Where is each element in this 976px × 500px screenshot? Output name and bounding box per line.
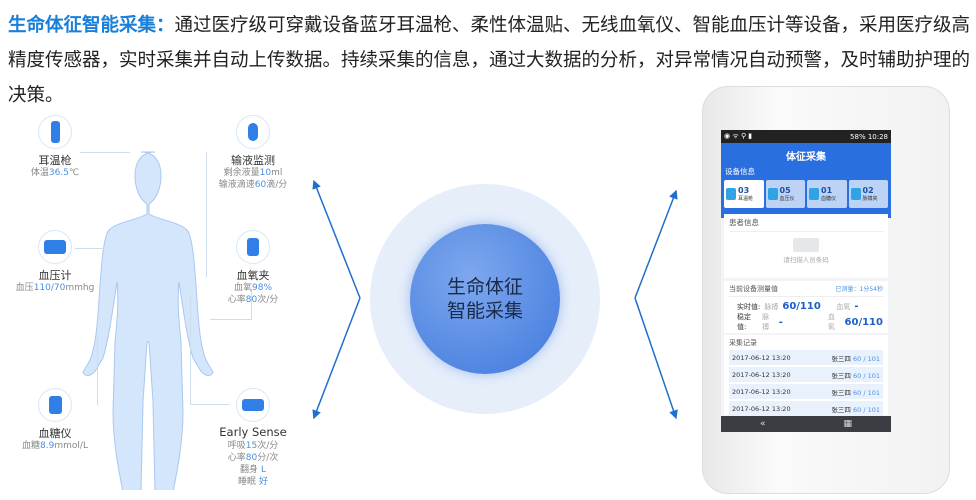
record-time: 2017-06-12 13:20 — [732, 387, 791, 396]
connector-line — [206, 152, 207, 277]
intro-body: 通过医疗级可穿戴设备蓝牙耳温枪、柔性体温贴、无线血氧仪、智能血压计等设备，采用医… — [8, 15, 971, 106]
realtime-label: 实时值: — [737, 302, 761, 311]
pulse-oximeter-icon — [236, 230, 270, 264]
connector-line — [75, 248, 105, 249]
record-value: 60 / 101 — [853, 354, 880, 363]
realtime-spo2-value: - — [854, 301, 859, 312]
stable-spo2-value: 60/110 — [844, 316, 883, 328]
status-bar: ◉ ᯤ ⚲ ▮ 58% 10:28 — [721, 130, 891, 143]
record-time: 2017-06-12 13:20 — [732, 370, 791, 379]
stable-pulse-value: - — [778, 316, 783, 328]
spo2-label: 血氧 — [827, 313, 835, 331]
card-label: 血糖仪 — [821, 196, 837, 202]
back-icon[interactable]: « — [759, 419, 766, 429]
device-name-early-sense: Early Sense — [219, 425, 287, 439]
arrow-up-right — [634, 189, 678, 299]
status-battery-time: 58% 10:28 — [850, 132, 888, 141]
connector-line — [97, 335, 98, 405]
patient-info-panel[interactable]: 患者信息 请扫描人员条码 — [724, 214, 888, 278]
measured-time: 已测量：1分54秒 — [835, 286, 883, 293]
device-info-label: 设备信息 — [725, 167, 755, 176]
arrow-down-right — [634, 297, 678, 420]
pulse-label: 脉搏 — [762, 313, 770, 331]
card-label: 血压仪 — [779, 196, 795, 202]
card-count: 03 — [738, 186, 750, 195]
card-count: 01 — [821, 186, 833, 195]
patient-info-label: 患者信息 — [729, 217, 883, 232]
connector-line — [80, 152, 130, 153]
record-value: 60 / 101 — [853, 388, 880, 397]
glucose-meter-icon — [38, 388, 72, 422]
infusion-monitor-icon — [236, 115, 270, 149]
center-circle: 生命体征 智能采集 — [410, 224, 560, 374]
record-row[interactable]: 2017-06-12 13:20 张三四 60 / 101 — [729, 401, 883, 416]
pulse-clip-icon — [850, 188, 861, 200]
record-name: 张三四 — [831, 405, 851, 414]
record-name: 张三四 — [831, 388, 851, 397]
measure-title: 当前设备测量值 — [729, 285, 778, 293]
early-sense-icon — [236, 388, 270, 422]
device-name-glucose: 血糖仪 — [38, 427, 72, 440]
device-value-bp: 血压110/70mmhg — [15, 283, 95, 293]
card-label: 脉搏夹 — [862, 196, 878, 202]
device-name-bp: 血压计 — [38, 269, 72, 282]
record-time: 2017-06-12 13:20 — [732, 353, 791, 362]
record-name: 张三四 — [831, 371, 851, 380]
nav-bar: «▦ — [721, 416, 891, 432]
intro-text: 生命体征智能采集：通过医疗级可穿戴设备蓝牙耳温枪、柔性体温贴、无线血氧仪、智能血… — [8, 8, 973, 113]
scan-hint: 请扫描人员条码 — [783, 256, 829, 264]
device-name-spo2: 血氧夹 — [236, 269, 270, 282]
card-count: 05 — [779, 186, 791, 195]
device-value-spo2: 血氧98%心率80次/分 — [227, 283, 279, 305]
card-label: 耳温枪 — [738, 196, 754, 202]
menu-grid-icon[interactable]: ▦ — [843, 419, 852, 429]
device-name-infusion: 输液监测 — [231, 154, 275, 167]
records-panel: 采集记录 2017-06-12 13:20 张三四 60 / 101 2017-0… — [724, 335, 888, 416]
realtime-pulse-value: 60/110 — [782, 301, 821, 312]
records-title: 采集记录 — [729, 339, 757, 347]
record-time: 2017-06-12 13:20 — [732, 404, 791, 413]
record-row[interactable]: 2017-06-12 13:20 张三四 60 / 101 — [729, 350, 883, 365]
record-value: 60 / 101 — [853, 371, 880, 380]
record-row[interactable]: 2017-06-12 13:20 张三四 60 / 101 — [729, 384, 883, 399]
card-count: 02 — [862, 186, 874, 195]
glucose-icon — [809, 188, 819, 200]
blood-pressure-icon — [767, 188, 778, 200]
stable-label: 稳定值: — [737, 313, 751, 331]
center-title-line2: 智能采集 — [446, 300, 523, 322]
arrow-up-left — [312, 179, 361, 299]
record-row[interactable]: 2017-06-12 13:20 张三四 60 / 101 — [729, 367, 883, 382]
blood-pressure-monitor-icon — [38, 230, 72, 264]
device-value-glucose: 血糖8.9mmol/L — [22, 441, 88, 451]
device-name-ear: 耳温枪 — [38, 154, 72, 167]
center-title-line1: 生命体征 — [446, 276, 523, 298]
scanner-icon — [793, 238, 819, 252]
status-icons: ◉ ᯤ ⚲ ▮ — [724, 132, 753, 140]
connector-line — [210, 290, 252, 320]
human-body-figure — [82, 151, 214, 490]
ear-thermometer-icon — [38, 115, 72, 149]
connector-line — [190, 295, 230, 405]
spo2-label: 血氧 — [836, 302, 851, 311]
device-value-ear: 体温36.5℃ — [30, 168, 80, 178]
intro-heading: 生命体征智能采集： — [8, 15, 175, 36]
record-value: 60 / 101 — [853, 405, 880, 414]
ear-thermometer-icon — [726, 188, 736, 200]
flow-arrows — [312, 179, 678, 420]
pulse-label: 脉搏 — [764, 302, 779, 311]
record-name: 张三四 — [831, 354, 851, 363]
arrow-down-left — [312, 297, 361, 420]
app-title: 体征采集 — [786, 152, 826, 163]
